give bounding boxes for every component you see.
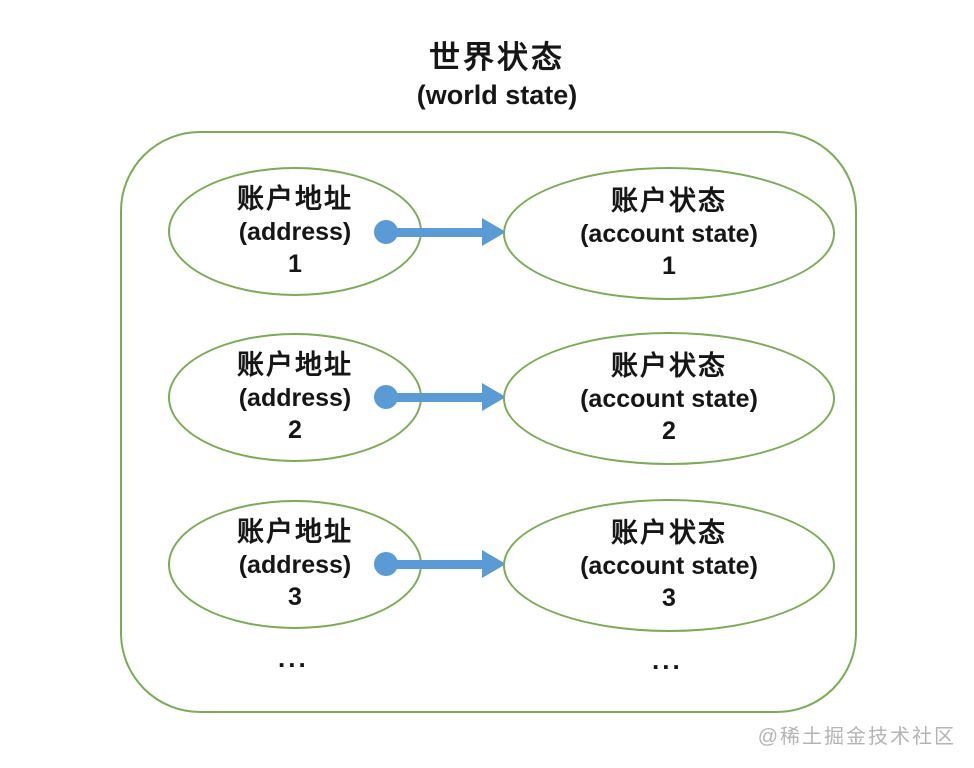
- address-label-zh: 账户地址: [237, 350, 353, 380]
- arrow-head-icon: [482, 383, 506, 411]
- address-label-en: (address): [238, 551, 352, 579]
- state-label-zh: 账户状态: [611, 186, 727, 216]
- diagram-subtitle: (world state): [416, 80, 578, 110]
- diagram-title: 世界状态: [429, 40, 565, 75]
- address-label-en: (address): [238, 384, 352, 412]
- state-ellipse-2: 账户状态 (account state) 2: [503, 332, 835, 465]
- arrow-head-icon: [482, 550, 506, 578]
- watermark: @稀土掘金技术社区: [757, 726, 956, 748]
- address-number: 2: [288, 416, 302, 444]
- arrow-connector-3: [374, 550, 506, 578]
- arrow-head-icon: [482, 218, 506, 246]
- state-ellipse-3: 账户状态 (account state) 3: [503, 499, 835, 632]
- more-rows-ellipsis-right: ...: [652, 645, 683, 675]
- state-label-en: (account state): [580, 385, 758, 413]
- state-label-zh: 账户状态: [611, 518, 727, 548]
- state-ellipse-1: 账户状态 (account state) 1: [503, 167, 835, 300]
- state-label-en: (account state): [580, 220, 758, 248]
- world-state-container: 账户地址 (address) 1 账户状态 (account state) 1 …: [120, 131, 857, 713]
- address-label-zh: 账户地址: [237, 184, 353, 214]
- arrow-connector-2: [374, 383, 506, 411]
- state-label-en: (account state): [580, 552, 758, 580]
- arrow-shaft: [386, 559, 484, 569]
- state-number: 3: [662, 584, 676, 612]
- arrow-shaft: [386, 227, 484, 237]
- address-ellipse-3: 账户地址 (address) 3: [168, 500, 422, 629]
- address-label-zh: 账户地址: [237, 517, 353, 547]
- state-number: 1: [662, 252, 676, 280]
- address-number: 1: [288, 250, 302, 278]
- address-number: 3: [288, 583, 302, 611]
- more-rows-ellipsis-left: ...: [278, 643, 309, 673]
- arrow-shaft: [386, 392, 484, 402]
- arrow-connector-1: [374, 218, 506, 246]
- address-label-en: (address): [238, 218, 352, 246]
- state-label-zh: 账户状态: [611, 351, 727, 381]
- state-number: 2: [662, 417, 676, 445]
